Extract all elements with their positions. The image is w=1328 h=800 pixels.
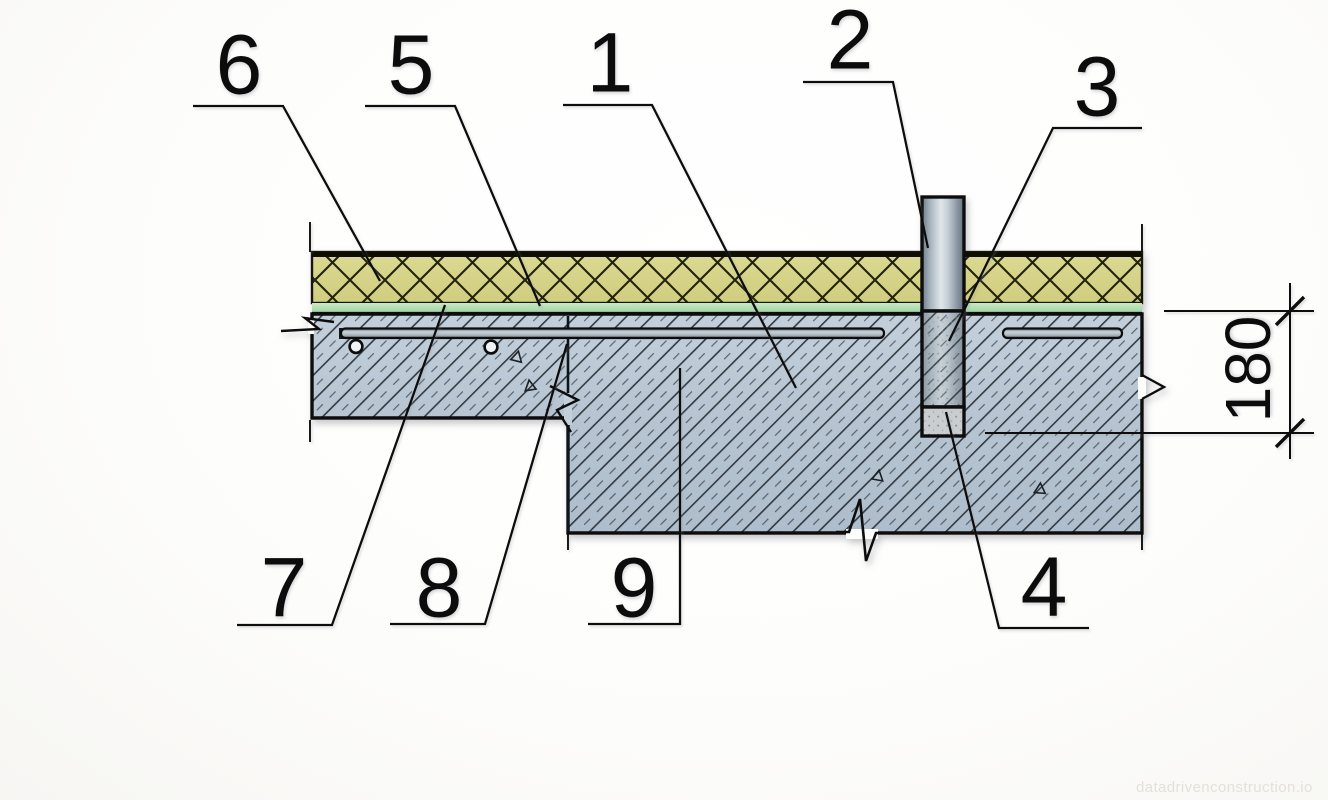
callout-label-6: 6 bbox=[215, 17, 263, 112]
break-mask bbox=[1138, 377, 1146, 399]
callout-label-3: 3 bbox=[1073, 39, 1121, 134]
leader-line-6 bbox=[193, 104, 382, 282]
callout-label-8: 8 bbox=[415, 540, 463, 635]
callout-label-1: 1 bbox=[586, 15, 634, 110]
void-marks bbox=[509, 349, 1047, 495]
break-mark-right-edge bbox=[1141, 373, 1167, 401]
dimension-text-180: 180 bbox=[1212, 315, 1284, 423]
dimension-tick-top bbox=[1274, 295, 1306, 327]
dowel-mortar-outline bbox=[920, 405, 966, 438]
break-mark-bottom-edge bbox=[836, 498, 891, 562]
callout-label-2: 2 bbox=[826, 0, 874, 87]
leader-line-4 bbox=[944, 411, 1089, 630]
leader-line-8 bbox=[390, 343, 569, 626]
break-mask bbox=[308, 318, 314, 334]
callout-label-5: 5 bbox=[387, 17, 435, 112]
rebar-right bbox=[1001, 327, 1124, 340]
leader-line-1 bbox=[563, 103, 798, 389]
void-triangle bbox=[523, 378, 538, 392]
leader-lines bbox=[193, 80, 1142, 630]
break-marks bbox=[280, 316, 1167, 562]
concrete-outline bbox=[310, 312, 1144, 535]
void-triangle bbox=[509, 349, 523, 364]
leader-line-9 bbox=[588, 368, 682, 626]
callout-label-7: 7 bbox=[260, 540, 308, 635]
dimension-180 bbox=[985, 283, 1314, 459]
reinforcement bbox=[339, 327, 1124, 355]
watermark-text: datadrivenconstruction.io bbox=[1136, 779, 1313, 796]
dimension-tick-bottom bbox=[1274, 417, 1306, 449]
concrete-hatch bbox=[312, 314, 1142, 533]
break-mask bbox=[564, 393, 572, 425]
rebar-cross-section-circle bbox=[348, 338, 364, 355]
dowel-mortar-stipple bbox=[922, 407, 964, 436]
dowel-assembly bbox=[920, 195, 966, 438]
break-mask bbox=[846, 529, 878, 539]
insulation-crosshatch bbox=[312, 252, 1142, 303]
leader-line-5 bbox=[365, 104, 542, 307]
leader-line-2 bbox=[803, 80, 930, 249]
rebar-cross-section-circle bbox=[483, 339, 499, 355]
break-mark-left-edge bbox=[280, 316, 335, 333]
callout-label-9: 9 bbox=[610, 540, 658, 635]
leader-line-7 bbox=[237, 304, 447, 627]
void-triangle bbox=[870, 468, 884, 482]
insulation-layer bbox=[310, 250, 1144, 305]
annotation-group bbox=[193, 80, 1314, 630]
dowel-shaft bbox=[920, 195, 966, 313]
membrane-fill bbox=[312, 303, 1142, 314]
leader-line-3 bbox=[947, 126, 1142, 342]
callout-label-4: 4 bbox=[1020, 539, 1068, 634]
break-mark-joint bbox=[549, 384, 581, 433]
rebar-left bbox=[339, 327, 886, 340]
void-triangle bbox=[1032, 481, 1047, 495]
structure-group bbox=[280, 195, 1167, 562]
concrete-slab bbox=[310, 312, 1144, 535]
extension-lines bbox=[309, 222, 1143, 550]
